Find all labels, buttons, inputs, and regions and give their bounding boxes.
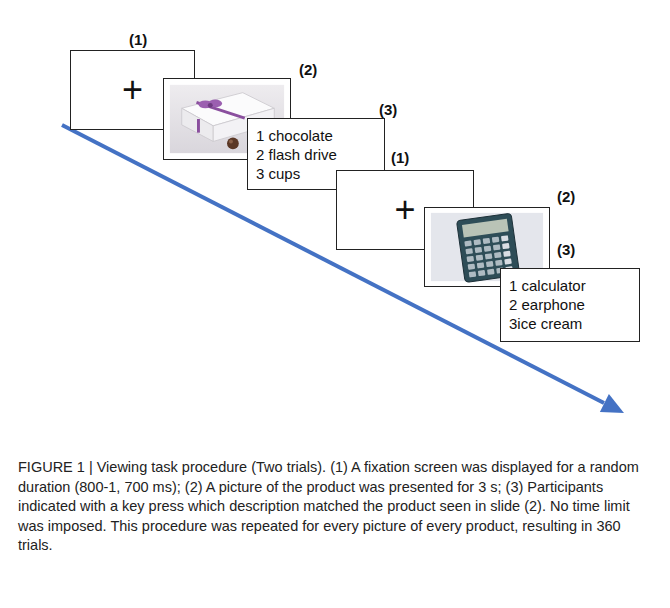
choice-list: 1 chocolate2 flash drive3 cups: [256, 126, 337, 183]
choice-option: 1 calculator: [509, 276, 586, 295]
step-number: (3): [379, 101, 397, 119]
step-number: (2): [557, 188, 575, 206]
choice-list: 1 calculator2 earphone3ice cream: [509, 276, 586, 333]
fixation-cross: +: [394, 192, 415, 228]
choice-option: 2 earphone: [509, 295, 586, 314]
arrow-head: [600, 394, 624, 413]
fixation-cross: +: [122, 72, 143, 108]
choice-option: 3 cups: [256, 164, 337, 183]
step-number: (1): [391, 149, 409, 167]
choice-option: 2 flash drive: [256, 145, 337, 164]
step-number: (3): [557, 241, 575, 259]
choice-slide: 1 calculator2 earphone3ice cream(3): [500, 268, 640, 342]
figure-caption: FIGURE 1 | Viewing task procedure (Two t…: [18, 458, 652, 556]
step-number: (2): [299, 61, 317, 79]
choice-option: 1 chocolate: [256, 126, 337, 145]
choice-option: 3ice cream: [509, 314, 586, 333]
step-number: (1): [129, 31, 147, 49]
